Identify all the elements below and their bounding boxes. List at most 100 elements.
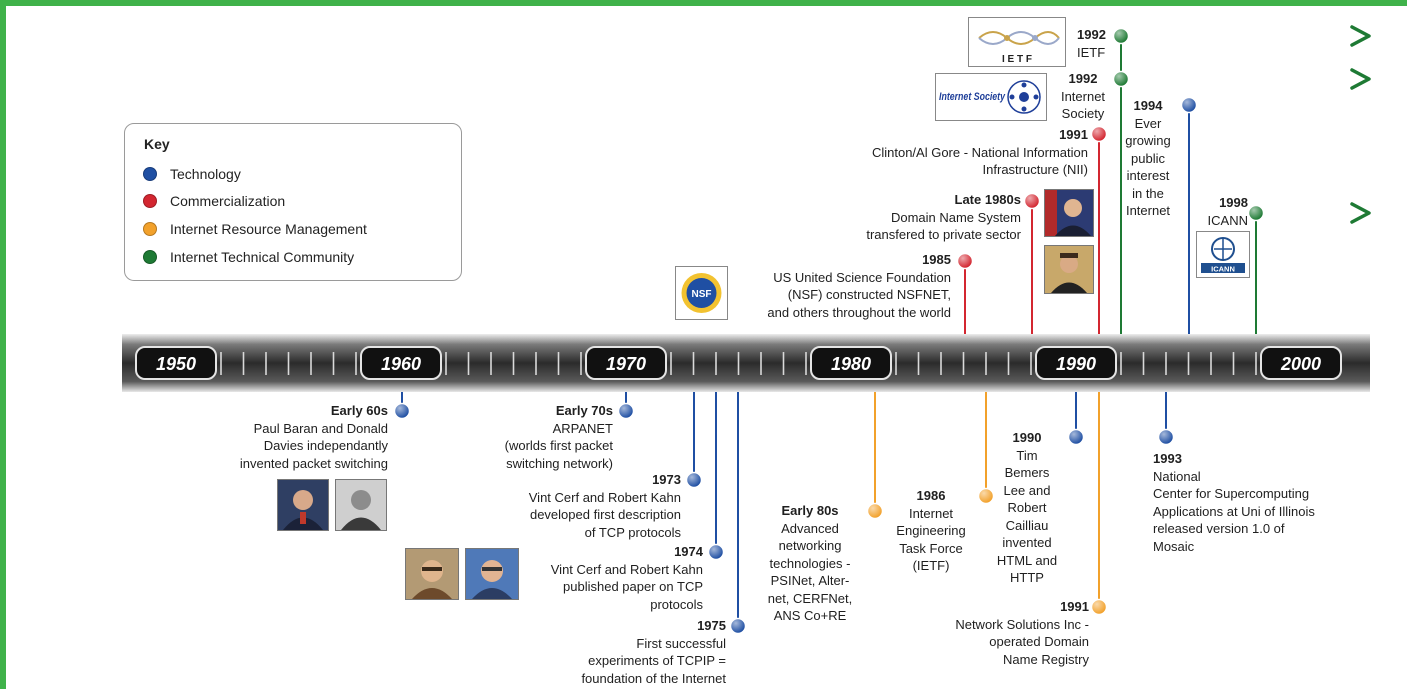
event-year: 1991	[1059, 127, 1088, 142]
portrait-photo	[405, 548, 459, 600]
legend-label: Internet Technical Community	[170, 249, 355, 265]
internet-society-logo-graphic: Internet Society	[939, 80, 1041, 114]
event-description: IETF	[1077, 44, 1106, 60]
event-dot-gloss	[1114, 29, 1128, 43]
legend-box: Key Technology Commercialization Interne…	[124, 123, 462, 281]
event-year: 1998	[1219, 195, 1248, 210]
event-dot-gloss	[687, 473, 701, 487]
event-year: 1974	[674, 544, 703, 559]
event-dot-gloss	[958, 254, 972, 268]
event-year: 1990	[1012, 430, 1042, 445]
decade-pill	[810, 346, 892, 380]
event-year: Early 80s	[781, 503, 839, 518]
legend-label: Internet Resource Management	[170, 221, 367, 237]
event-dot-gloss	[1159, 430, 1173, 444]
continuation-arrow-head	[1350, 68, 1371, 90]
ietf-logo: I E T F	[968, 17, 1066, 67]
event-late-1980s: Late 1980s Domain Name System transfered…	[866, 191, 1021, 244]
event-description: First successful experiments of TCPIP = …	[581, 635, 726, 686]
legend-title: Key	[144, 136, 170, 152]
legend-item-technical-community: Internet Technical Community	[143, 247, 354, 267]
decade-label: 1980	[831, 354, 871, 374]
event-year: Early 60s	[330, 403, 388, 418]
icann-logo: ICANN	[1196, 231, 1250, 278]
portrait-photo	[335, 479, 387, 531]
event-year: 1993	[1153, 451, 1182, 466]
event-1992-ietf: 1992 IETF	[1077, 26, 1106, 61]
event-description: Ever growing public interest in the Inte…	[1125, 115, 1171, 219]
event-description: Domain Name System transfered to private…	[866, 209, 1021, 243]
internet-society-logo-text: Internet Society	[939, 91, 1006, 103]
legend-item-commercialization: Commercialization	[143, 191, 285, 211]
event-dot-gloss	[979, 489, 993, 503]
event-1990: 1990 Tim Bemers Lee and Robert Cailliau …	[985, 429, 1069, 587]
event-description: National Center for Supercomputing Appli…	[1153, 468, 1315, 554]
event-year: 1986	[916, 488, 946, 503]
decade-pill	[1260, 346, 1342, 380]
decade-pill	[360, 346, 442, 380]
event-description: Network Solutions Inc - operated Domain …	[955, 616, 1089, 667]
event-description: ARPANET (worlds first packet switching n…	[504, 420, 613, 471]
decade-label: 1970	[606, 354, 646, 374]
decade-label: 1960	[381, 354, 421, 374]
event-dot-gloss	[1092, 127, 1106, 141]
event-1975: 1975 First successful experiments of TCP…	[581, 617, 726, 687]
event-year: Early 70s	[555, 403, 613, 418]
event-dot-gloss	[868, 504, 882, 518]
portrait-photo	[465, 548, 519, 600]
event-description: US United Science Foundation (NSF) const…	[767, 269, 951, 320]
event-dot-gloss	[709, 545, 723, 559]
event-1985: 1985 US United Science Foundation (NSF) …	[767, 251, 951, 321]
event-1994: 1994 Ever growing public interest in the…	[1116, 97, 1180, 220]
event-1991-nii: 1991 Clinton/Al Gore - National Informat…	[872, 126, 1088, 179]
legend-label: Technology	[170, 166, 241, 182]
event-1973: 1973 Vint Cerf and Robert Kahn developed…	[529, 471, 681, 541]
event-dot-gloss	[1114, 72, 1128, 86]
event-dot-gloss	[1069, 430, 1083, 444]
portrait-photo	[1044, 245, 1094, 294]
event-dot-gloss	[731, 619, 745, 633]
event-dot-gloss	[1092, 600, 1106, 614]
event-early-80s: Early 80s Advanced networking technologi…	[757, 502, 863, 625]
event-year: Late 1980s	[954, 192, 1022, 207]
event-year: 1992	[1068, 71, 1098, 86]
event-1998: 1998 ICANN	[1208, 194, 1248, 229]
event-early-70s: Early 70s ARPANET (worlds first packet s…	[505, 402, 613, 472]
decade-label: 1950	[156, 354, 196, 374]
event-1993: 1993 National Center for Supercomputing …	[1153, 450, 1315, 555]
decade-pill	[135, 346, 217, 380]
icann-logo-text: ICANN	[1211, 265, 1235, 274]
continuation-arrows	[1155, 25, 1371, 224]
event-dot-gloss	[1182, 98, 1196, 112]
legend-swatch-technical-community	[143, 250, 157, 264]
event-dot-gloss	[395, 404, 409, 418]
internet-society-logo: Internet Society	[935, 73, 1047, 121]
decade-label: 1990	[1056, 354, 1096, 374]
event-year: 1975	[697, 618, 726, 633]
legend-label: Commercialization	[170, 193, 286, 209]
event-year: 1973	[652, 472, 681, 487]
event-year: 1994	[1133, 98, 1163, 113]
event-description: Vint Cerf and Robert Kahn published pape…	[550, 561, 703, 612]
decade-pill	[585, 346, 667, 380]
event-description: Vint Cerf and Robert Kahn developed firs…	[528, 489, 681, 540]
event-year: 1985	[922, 252, 951, 267]
legend-item-technology: Technology	[143, 164, 241, 184]
portrait-photo	[1044, 189, 1094, 237]
nsf-logo: NSF	[675, 266, 728, 320]
ietf-logo-graphic: I E T F	[978, 31, 1060, 65]
event-description: Advanced networking technologies - PSINe…	[767, 520, 853, 624]
icann-logo-graphic: ICANN	[1201, 237, 1245, 274]
legend-swatch-commercialization	[143, 194, 157, 208]
portrait-photo	[277, 479, 329, 531]
nsf-logo-text: NSF	[692, 289, 712, 300]
continuation-arrow-head	[1350, 202, 1371, 224]
legend-swatch-technology	[143, 167, 157, 181]
event-early-60s: Early 60s Paul Baran and Donald Davies i…	[240, 402, 388, 472]
ietf-logo-text: I E T F	[1002, 54, 1032, 65]
event-1991-network-solutions: 1991 Network Solutions Inc - operated Do…	[955, 598, 1089, 668]
event-1986: 1986 Internet Engineering Task Force (IE…	[882, 487, 980, 575]
continuation-arrow-head	[1350, 25, 1371, 47]
